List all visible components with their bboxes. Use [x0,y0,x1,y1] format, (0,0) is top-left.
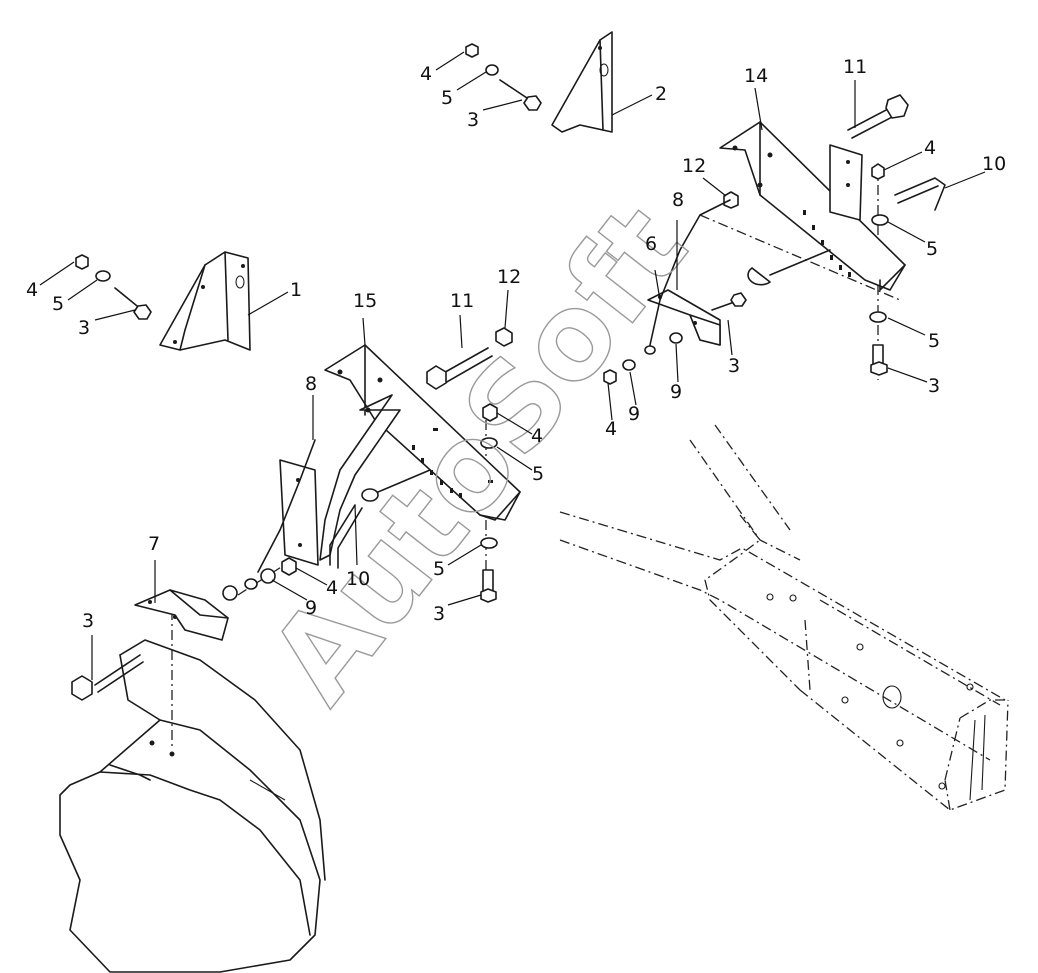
callout-4-left: 4 [26,279,38,301]
leader-lines [39,51,986,680]
fasteners-center [603,332,683,385]
callout-5-right: 5 [928,330,940,352]
callout-12-lower: 12 [497,266,521,288]
callout-12-upper: 12 [682,155,706,177]
bracket-7 [71,589,229,701]
callout-3-right: 3 [928,375,940,397]
callout-4-middle: 4 [531,425,543,447]
rod-10-lower [329,504,363,569]
fasteners-upper-right [723,163,889,376]
callout-5-upper-right: 5 [926,238,938,260]
callout-6: 6 [645,233,657,255]
bracket-2 [551,31,613,133]
callout-11-lower: 11 [450,290,474,312]
callout-1: 1 [290,279,302,301]
fasteners-lower-left [222,557,297,601]
wire-8-center [644,199,731,355]
watermark-text: AutoSoft [243,180,713,727]
bolt-set-left [75,254,152,320]
bracket-14 [719,121,906,291]
callout-9-center-left: 9 [628,403,640,425]
plate-8 [257,439,431,573]
bracket-15 [319,344,521,561]
callout-4-top: 4 [420,63,432,85]
callout-9-lower: 9 [305,597,317,619]
fender [59,639,326,973]
callout-11-upper: 11 [843,56,867,78]
callout-3-center: 3 [728,355,740,377]
watermark: AutoSoft [243,179,714,728]
callout-4-center: 4 [605,418,617,440]
callouts: 4 5 3 2 4 5 3 1 14 11 4 10 12 8 5 6 5 3 … [26,56,1006,632]
callout-2: 2 [655,83,667,105]
callout-5-left: 5 [52,293,64,315]
fasteners-lower-middle [480,403,498,603]
rod-10-upper [894,177,946,211]
callout-10-lower: 10 [346,568,370,590]
callout-4-upper-right: 4 [924,137,936,159]
frame-rail [559,424,1009,811]
callout-3-left: 3 [78,317,90,339]
callout-8-center: 8 [672,189,684,211]
callout-5-middle: 5 [532,463,544,485]
callout-7: 7 [148,533,160,555]
callout-8-left: 8 [305,373,317,395]
callout-5-lower: 5 [433,558,445,580]
callout-3-bottom-left: 3 [82,610,94,632]
callout-3-top: 3 [467,109,479,131]
callout-10-upper: 10 [982,153,1006,175]
bracket-6 [647,289,747,346]
callout-3-lower: 3 [433,603,445,625]
callout-5-top: 5 [441,87,453,109]
bolt-11-upper [847,94,909,139]
bracket-1 [159,251,251,351]
bolt-11-lower [426,327,513,390]
callout-14: 14 [744,65,768,87]
callout-9-center: 9 [670,381,682,403]
callout-4-lower: 4 [326,577,338,599]
bolt-set-top [465,43,542,111]
callout-15: 15 [353,290,377,312]
